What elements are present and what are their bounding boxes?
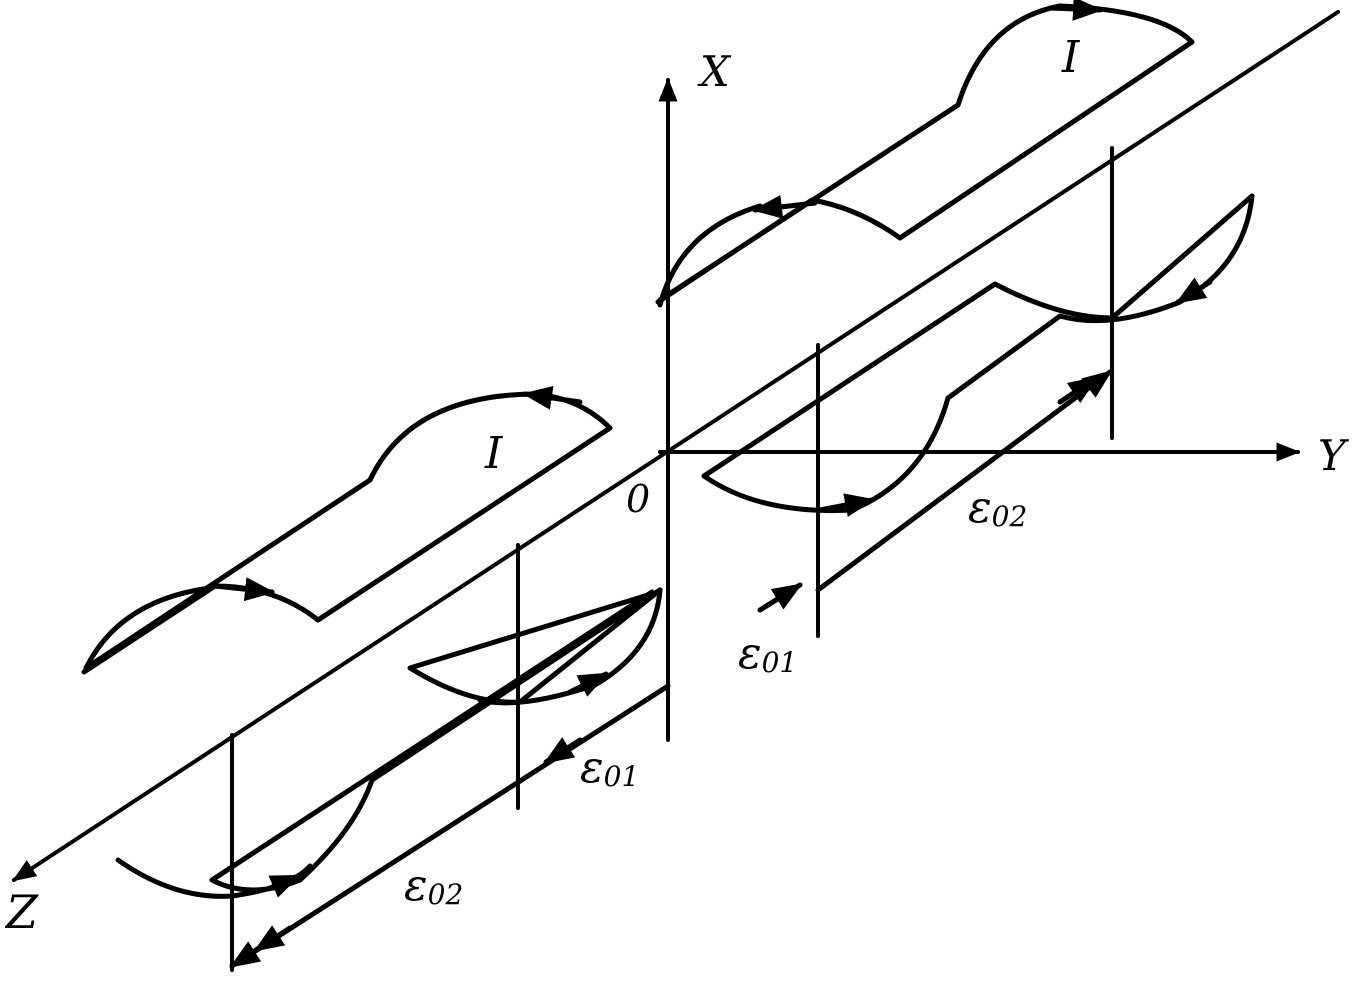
upper-conductor: [655, 3, 1195, 305]
upper-conductor-arrow-1: [1047, 0, 1103, 21]
left-loop-back: [407, 587, 663, 705]
lower-conductor-arrow-1: [522, 386, 583, 410]
right-e01-arrow: [757, 582, 803, 613]
right-e02-label: ε02: [968, 482, 1027, 533]
right-e02-arrow: [1057, 375, 1099, 405]
upper-conductor-arc-left: [657, 203, 763, 308]
left-emf-conductor: [229, 683, 671, 969]
right-emf-conductor: [815, 369, 1113, 593]
right-loop-arrow-2: [817, 493, 875, 517]
right-loop-arrow-1: [1175, 277, 1213, 305]
lower-conductor-arrow-2: [212, 577, 275, 602]
upper-conductor-arrow-2: [752, 194, 818, 219]
left-loop-arrow-1: [567, 671, 609, 697]
right-loop-back: [701, 193, 1255, 479]
upper-current-label: I: [1061, 32, 1081, 83]
origin-label: 0: [626, 477, 650, 521]
x-axis-label: X: [697, 47, 732, 96]
left-e02-label: ε02: [404, 860, 463, 911]
z-axis-label: Z: [4, 885, 39, 939]
left-e02-arrow: [253, 925, 293, 953]
z-axis: [11, 10, 1340, 882]
left-loop-arrow-2: [267, 873, 301, 898]
right-loop-front: [701, 193, 1255, 514]
right-e01-label: ε01: [738, 628, 797, 679]
lower-current-label: I: [484, 428, 504, 479]
lower-conductor-arc-left: [83, 585, 213, 671]
left-loop-upper: [209, 587, 663, 893]
y-axis-label: Y: [1318, 431, 1350, 480]
left-e01-label: ε01: [580, 742, 639, 793]
left-e01-arrow: [543, 737, 583, 765]
